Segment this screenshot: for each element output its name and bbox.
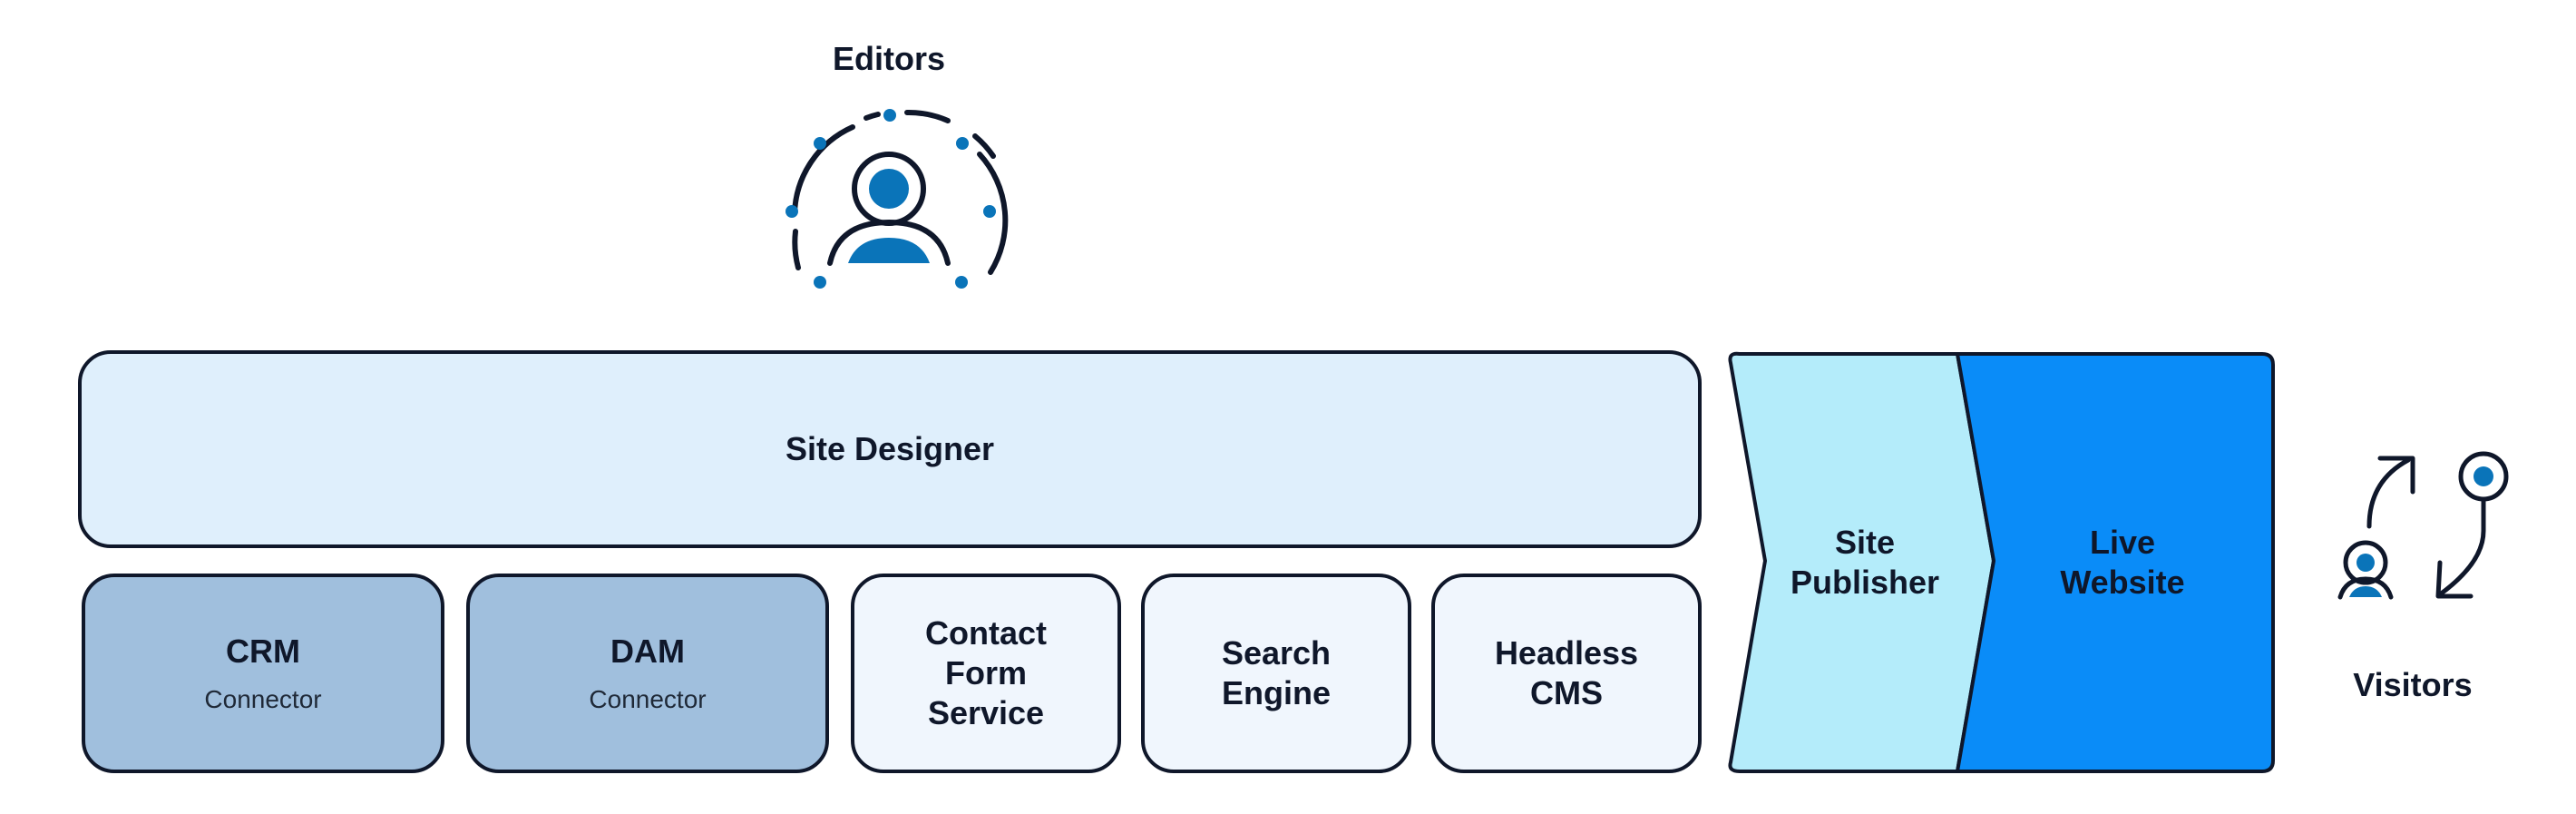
dam-title: DAM bbox=[610, 633, 685, 670]
contact-form-service-title: Contact Form Service bbox=[925, 614, 1047, 731]
search-engine-title: Search Engine bbox=[1221, 634, 1332, 711]
site-designer-label: Site Designer bbox=[785, 430, 995, 467]
search-engine-box: Search Engine bbox=[1141, 574, 1411, 773]
headless-cms-title: Headless CMS bbox=[1494, 634, 1639, 711]
visitors-label: Visitors bbox=[2353, 666, 2473, 703]
live-website-label: Live Website bbox=[2060, 524, 2185, 601]
headless-cms-box: Headless CMS bbox=[1431, 574, 1702, 773]
crm-title: CRM bbox=[226, 633, 300, 670]
crm-subtitle: Connector bbox=[204, 685, 322, 713]
site-designer-box: Site Designer bbox=[78, 350, 1702, 548]
dam-connector-box: DAM Connector bbox=[466, 574, 829, 773]
dam-subtitle: Connector bbox=[589, 685, 707, 713]
editors-label: Editors bbox=[832, 40, 945, 77]
contact-form-service-box: Contact Form Service bbox=[851, 574, 1121, 773]
site-publisher-label: Site Publisher bbox=[1790, 524, 1940, 601]
crm-connector-box: CRM Connector bbox=[82, 574, 444, 773]
